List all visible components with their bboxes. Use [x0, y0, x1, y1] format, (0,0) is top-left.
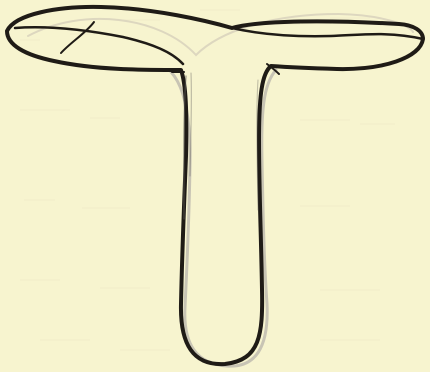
mushroom-outline: [7, 7, 423, 364]
paper-texture: [20, 10, 395, 350]
